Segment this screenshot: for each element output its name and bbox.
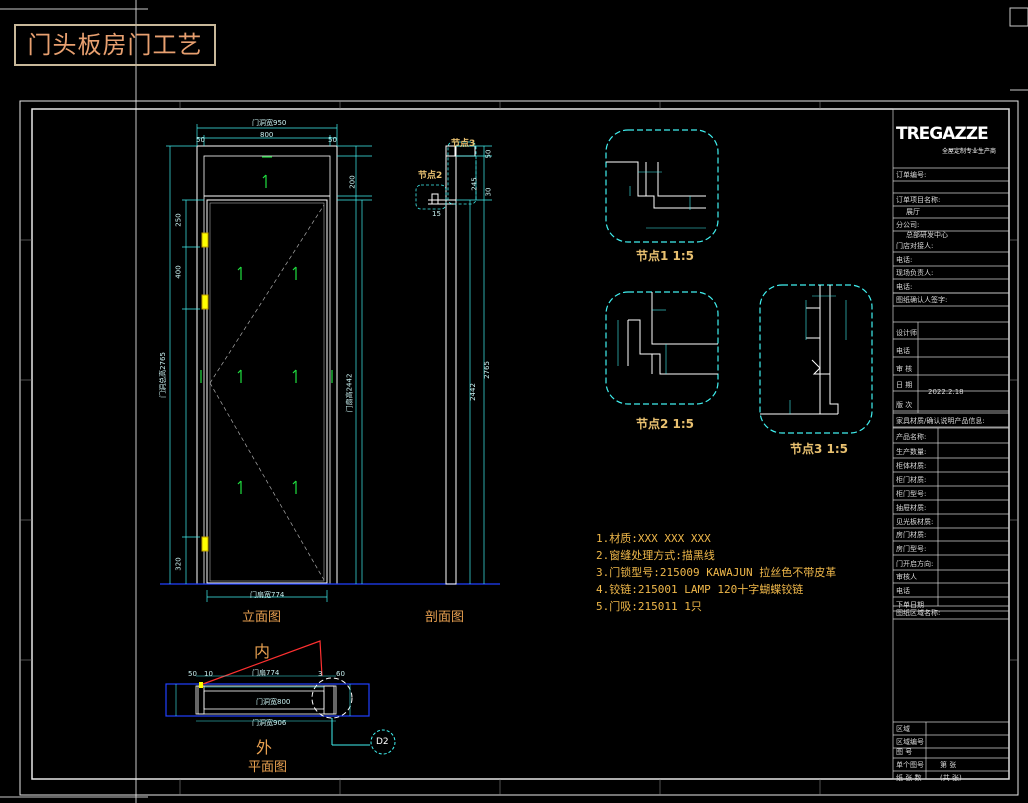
dim-door-total-height: 门洞总高2765 (158, 352, 167, 398)
dim-320: 320 (174, 557, 183, 571)
spec-notes: 1.材质:XXX XXX XXX 2.窗缝处理方式:描黑线 3.门锁型号:215… (596, 530, 836, 615)
title-block-row: (共 张) (940, 774, 962, 782)
company-logo: TREGAZZE (896, 124, 989, 144)
title-block-row: 房门材质: (896, 531, 927, 539)
node2-detail (605, 291, 719, 405)
dim-leaf-width: 门扇宽774 (250, 591, 285, 599)
title-block-row: 图纸区域名称: (896, 609, 941, 617)
dim-plan-inner: 门洞宽800 (256, 698, 291, 706)
title-block-row: 订单项目名称: (896, 196, 941, 204)
title-block-row: 展厅 (906, 208, 920, 216)
node1-label: 节点1 1:5 (636, 249, 695, 263)
title-block-row: 分公司: (896, 221, 920, 229)
node3-detail (759, 284, 873, 434)
section-label: 剖面图 (425, 610, 465, 625)
title-block-row: 生产数量: (896, 448, 927, 456)
title-block-row: 电话 (896, 347, 910, 355)
title-block-row: 第 张 (940, 761, 957, 769)
title-block-row: 订单编号: (896, 171, 927, 179)
title-block-row: 电话 (896, 587, 910, 595)
title-block-row: 下单日期 (896, 601, 924, 609)
dim-right-50: 50 (328, 136, 337, 144)
node3-tag: 节点3 (451, 139, 476, 149)
note-item: 5.门吸:215011 1只 (596, 600, 702, 613)
dim-plan-10: 10 (204, 670, 213, 678)
dim-sec-2442: 2442 (468, 383, 477, 401)
title-block-row: 设计师 (896, 329, 917, 337)
title-block-row: 门开启方向: (896, 560, 934, 568)
dim-sec-2765: 2765 (482, 361, 491, 379)
title-block-row: 图 号 (896, 748, 913, 756)
title-block-row: 审 核 (896, 365, 913, 373)
dim-plan-60: 60 (336, 670, 345, 678)
node2-tag: 节点2 (418, 171, 443, 181)
elevation-view (160, 124, 500, 602)
title-block-row: 审核人 (896, 573, 917, 581)
title-block-row: 总部研发中心 (906, 231, 948, 239)
dim-door-leaf-height: 门扇高2442 (345, 373, 354, 413)
title-block-row: 柜体材质: (896, 462, 927, 470)
dim-sec-15: 15 (432, 210, 441, 218)
title-block-row: 电话: (896, 283, 913, 291)
dim-400: 400 (174, 265, 183, 279)
dim-left-50: 50 (196, 136, 205, 144)
elevation-label: 立面图 (242, 610, 282, 625)
dim-door-total-width: 门洞宽950 (252, 119, 287, 127)
node3-label: 节点3 1:5 (790, 442, 849, 456)
dim-plan-3: 3 (318, 670, 323, 678)
dim-250: 250 (174, 213, 183, 227)
title-block-row: 产品名称: (896, 433, 927, 441)
outside-label: 外 (256, 738, 273, 757)
node1-detail (605, 129, 719, 243)
title-block-row: 家具材质/确认说明产品信息: (896, 417, 985, 425)
plan-view (165, 640, 396, 755)
title-block-row: 区域 (896, 725, 910, 733)
title-block-row: 柜门型号: (896, 490, 927, 498)
title-block-row: 版 次 (896, 401, 913, 409)
title-block-row: 房门型号: (896, 545, 927, 553)
note-item: 2.窗缝处理方式:描黑线 (596, 549, 715, 562)
drawing-title: 门头板房门工艺 (14, 24, 216, 66)
note-item: 1.材质:XXX XXX XXX (596, 532, 711, 545)
title-block-row: 区域编号 (896, 738, 924, 746)
dim-sec-245: 245 (470, 177, 479, 191)
title-block-row: 门店对接人: (896, 242, 934, 250)
dim-sec-50: 50 (484, 149, 493, 159)
title-block-row: 见光板材质: (896, 518, 934, 526)
title-block-row: 电话: (896, 256, 913, 264)
dim-sec-30: 30 (484, 187, 493, 197)
title-block-row: 2022.2.18 (928, 388, 964, 396)
dim-plan-leaf: 门扇774 (252, 669, 280, 677)
title-block-row: 日 期 (896, 381, 913, 389)
title-block-grid (892, 108, 1010, 780)
dim-frame-width: 800 (260, 131, 274, 139)
title-block-row: 现场负责人: (896, 269, 934, 277)
node2-label: 节点2 1:5 (636, 417, 695, 431)
dim-200: 200 (348, 175, 357, 189)
inside-label: 内 (254, 642, 271, 661)
d2-tag: D2 (376, 737, 389, 747)
note-item: 4.铰链:215001 LAMP 120十字蝴蝶铰链 (596, 583, 804, 596)
title-block-row: 抽屉材质: (896, 504, 927, 512)
section-view (415, 141, 492, 585)
company-logo-subtitle: 全屋定制专业生产商 (942, 148, 997, 155)
title-block-row: 单个图号 (896, 761, 924, 769)
plan-label: 平面图 (248, 760, 288, 775)
title-block-row: 柜门材质: (896, 476, 927, 484)
border-ticks (20, 101, 1018, 795)
title-block-row: 纸 张 数 (896, 774, 922, 782)
dim-plan-50: 50 (188, 670, 197, 678)
title-block-row: 图纸确认人签字: (896, 296, 948, 304)
dim-plan-outer: 门洞宽906 (252, 719, 287, 727)
note-item: 3.门锁型号:215009 KAWAJUN 拉丝色不带皮革 (596, 566, 837, 579)
